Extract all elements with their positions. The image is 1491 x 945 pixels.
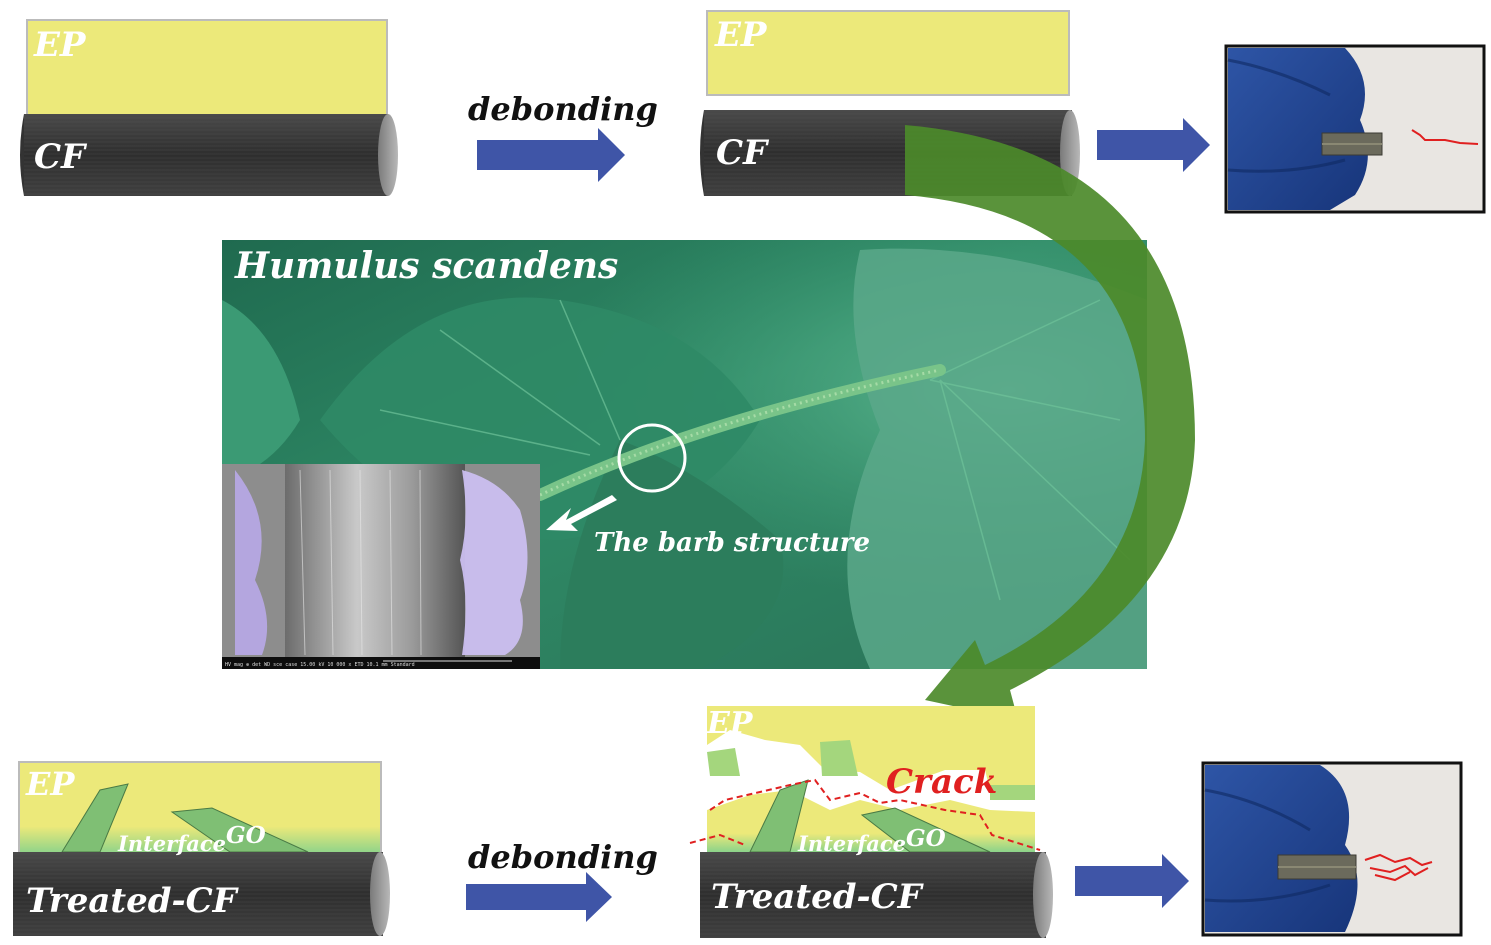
barb-label: The barb structure [594,528,870,558]
go-label: GO [906,825,946,852]
fiber-end-cap [378,114,398,196]
top-debonding-arrow: debonding [468,90,658,182]
bottom-left-composite: EP Interface GO Treated-CF [13,761,390,936]
bottom-debonding-arrow: debonding [466,838,658,922]
top-specimen-photo [1224,44,1486,214]
interface-label: Interface [117,831,226,856]
treated-cf-label: Treated-CF [26,881,240,921]
bottom-specimen-photo [1201,761,1463,937]
sem-info: HV mag ⊕ det WD sce case 15.00 kV 10 000… [225,662,415,668]
treated-cf-label: Treated-CF [711,877,925,917]
debonding-label: debonding [468,838,658,876]
bottom-result-arrow [1075,854,1189,908]
crack-label: Crack [886,762,997,802]
ep-label: EP [706,706,754,741]
barb-highlight-circle [617,423,687,493]
cf-label: CF [34,137,88,177]
top-left-composite: EP CF [20,19,398,196]
go-label: GO [226,822,266,849]
epoxy-layer [26,19,388,116]
epoxy-layer-separated [706,10,1070,96]
sem-inset: HV mag ⊕ det WD sce case 15.00 kV 10 000… [222,464,540,669]
green-curved-arrow [905,125,1195,720]
bottom-right-debonded: EP Crack Interface GO Treated-CF [689,706,1053,938]
ep-label: EP [33,25,87,65]
crack-line [709,778,1041,851]
barb-pointer-arrow [546,495,617,531]
debonding-label: debonding [468,90,658,128]
cf-label: CF [716,133,770,173]
interface-label: Interface [797,831,906,856]
epoxy-layer-cracked [707,706,1035,790]
ep-label: EP [25,765,75,803]
top-result-arrow [1097,118,1210,172]
plant-name-label: Humulus scandens [234,245,618,287]
ep-label: EP [714,15,768,55]
